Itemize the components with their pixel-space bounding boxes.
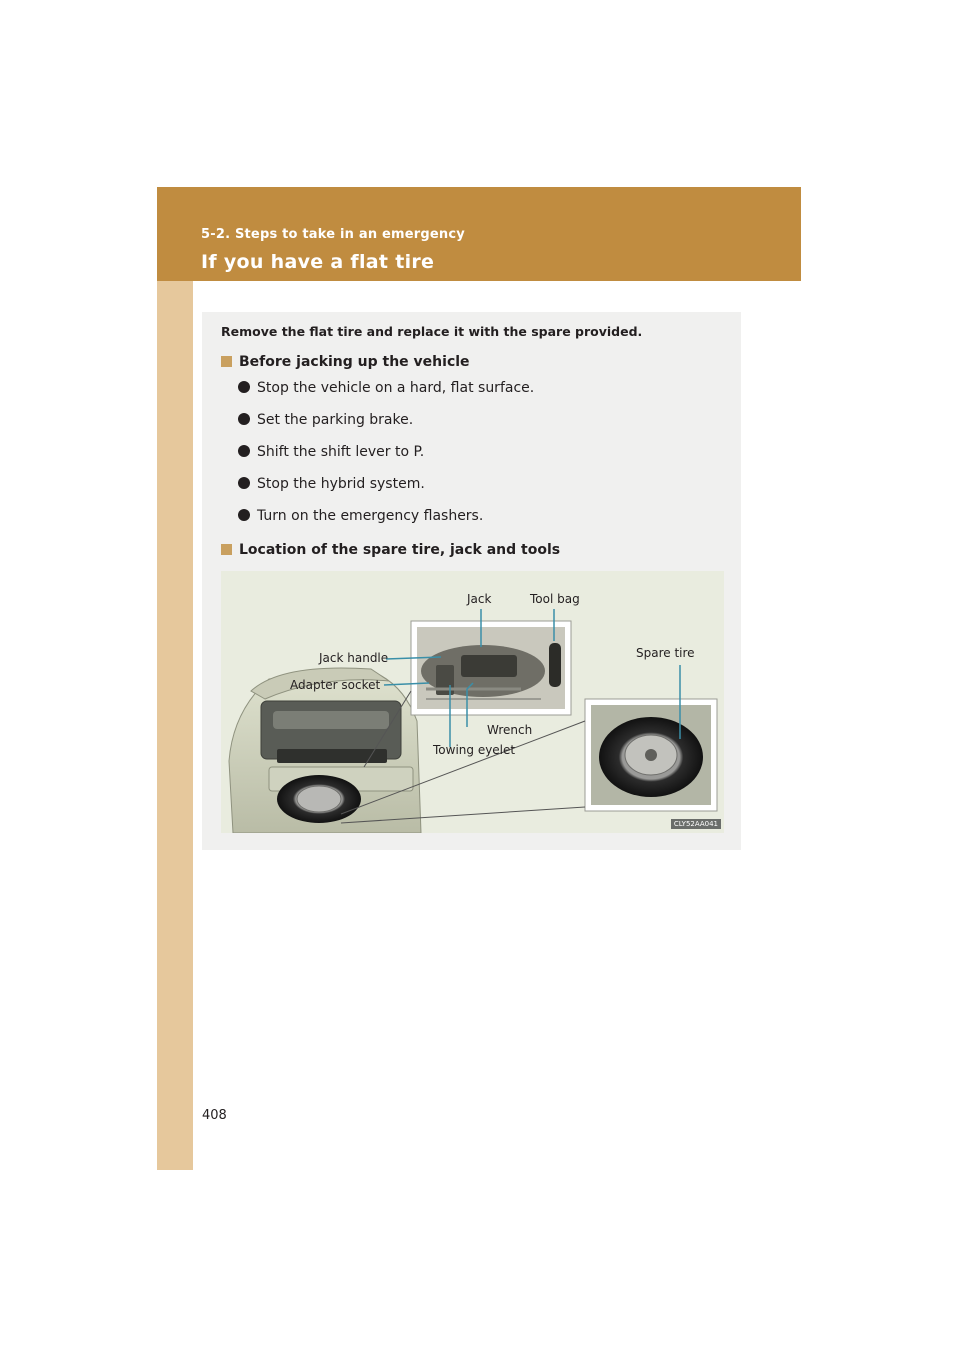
bullet-icon: [238, 445, 250, 457]
tools-location-illustration: Jack Tool bag Jack handle Adapter socket…: [221, 571, 724, 833]
page-sidebar-strip: [157, 187, 193, 1170]
list-item: Shift the shift lever to P.: [238, 444, 424, 460]
section-label: 5-2. Steps to take in an emergency: [201, 227, 465, 242]
section-header: 5-2. Steps to take in an emergency If yo…: [157, 187, 801, 281]
subheading-before-jacking: Before jacking up the vehicle: [221, 354, 470, 370]
bullet-icon: [238, 413, 250, 425]
callout-wrench: Wrench: [487, 723, 533, 737]
callout-adapter-socket: Adapter socket: [290, 678, 381, 692]
callout-tool-bag: Tool bag: [530, 592, 580, 606]
figure-code: CLY52AA041: [670, 819, 721, 829]
intro-text: Remove the flat tire and replace it with…: [221, 324, 643, 339]
bullet-icon: [238, 477, 250, 489]
illustration-graphic: [228, 609, 718, 833]
callout-jack: Jack: [467, 592, 492, 606]
callout-towing-eyelet: Towing eyelet: [433, 743, 516, 757]
callout-jack-handle: Jack handle: [319, 651, 389, 665]
square-bullet-icon: [221, 356, 232, 367]
list-item: Turn on the emergency flashers.: [238, 508, 483, 524]
content-box: Remove the flat tire and replace it with…: [202, 312, 741, 850]
open-hatch: [250, 667, 390, 700]
list-item: Set the parking brake.: [238, 412, 413, 428]
page-number: 408: [202, 1108, 227, 1123]
callout-spare-tire: Spare tire: [636, 646, 695, 660]
list-item: Stop the vehicle on a hard, flat surface…: [238, 380, 534, 396]
list-item: Stop the hybrid system.: [238, 476, 425, 492]
square-bullet-icon: [221, 544, 232, 555]
subheading-location: Location of the spare tire, jack and too…: [221, 542, 560, 558]
page-title: If you have a flat tire: [201, 251, 435, 273]
bullet-icon: [238, 509, 250, 521]
bullet-icon: [238, 381, 250, 393]
